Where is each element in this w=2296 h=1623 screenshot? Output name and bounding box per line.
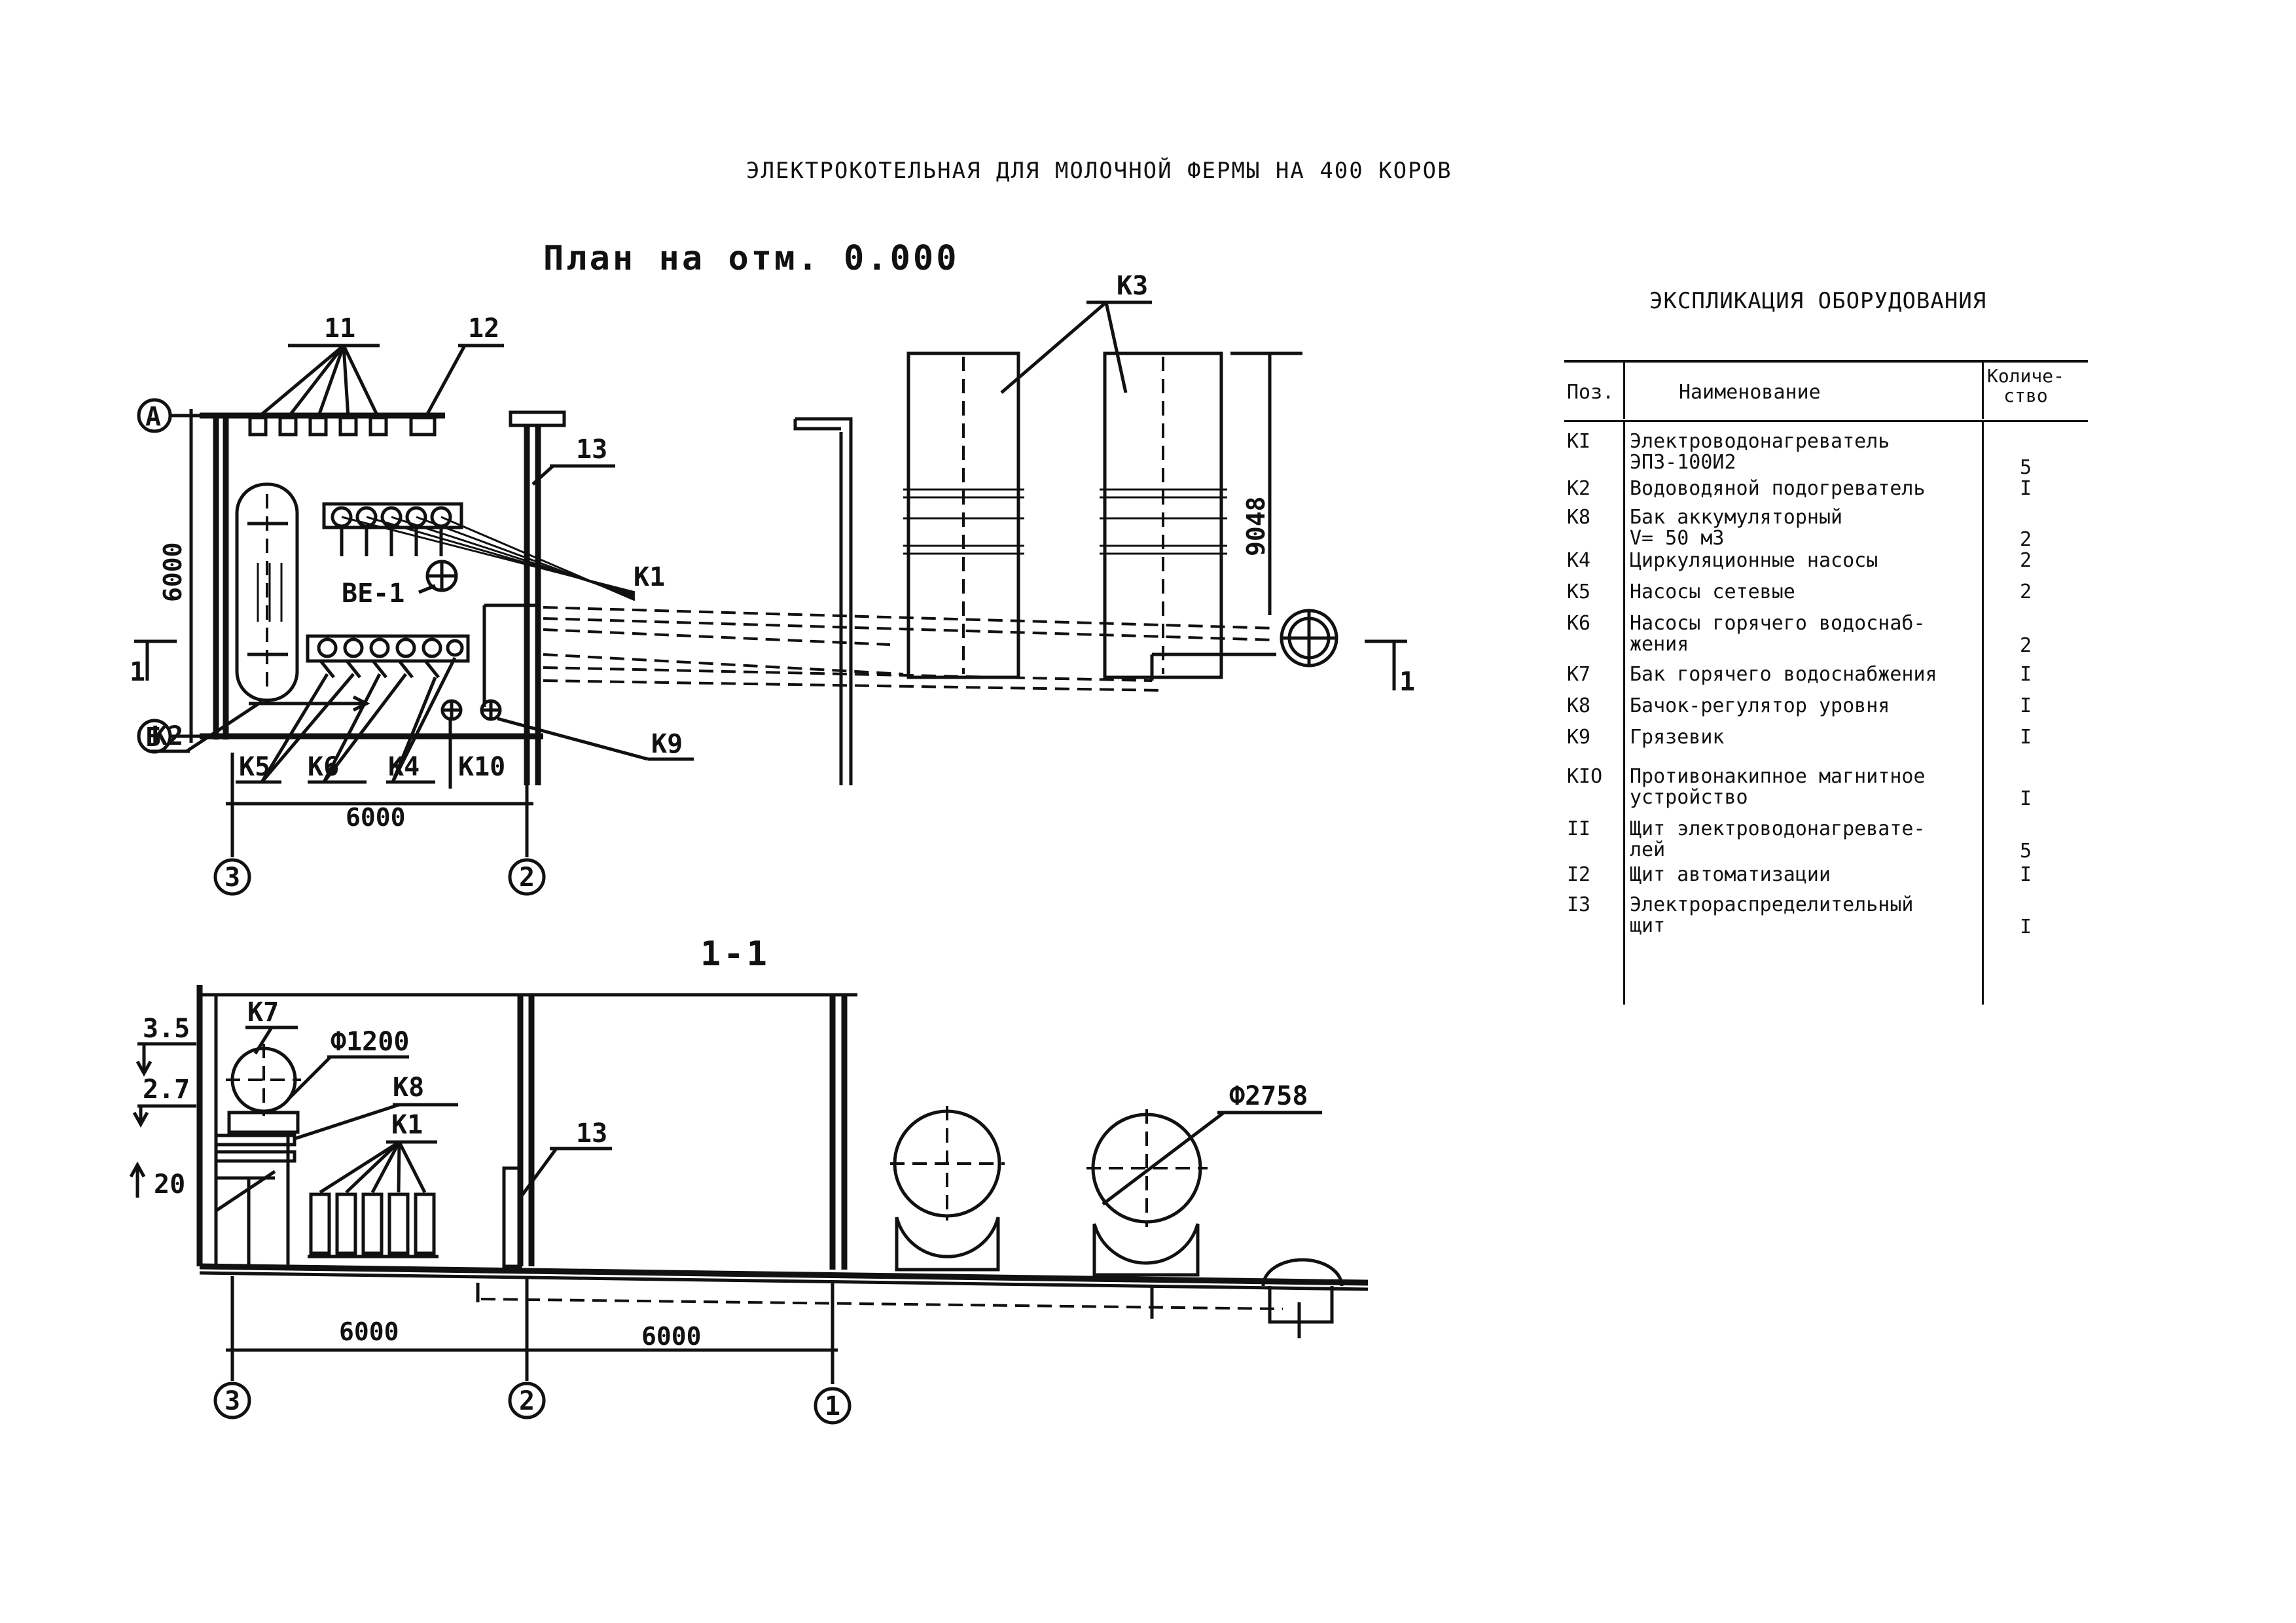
plan-label-12: 12 <box>468 313 499 344</box>
plan-axis-b: Б <box>145 722 161 753</box>
legend-row: I3 Электрораспределительный щит I <box>1564 895 2088 940</box>
legend-row-qty: I <box>2019 726 2032 749</box>
legend-row: KIO Противонакипное магнитное устройство… <box>1564 766 2088 812</box>
legend-row-name: Бак горячего водоснабжения <box>1630 663 1937 686</box>
legend-row-pos: KIO <box>1567 765 1603 788</box>
plan-title: План на отм. 0.000 <box>543 239 960 278</box>
legend-col-pos: Поз. <box>1567 381 1615 404</box>
section-label-13: 13 <box>576 1118 607 1149</box>
plan-section-mark-right: 1 <box>1399 667 1415 697</box>
legend-row-pos: K6 <box>1567 612 1591 635</box>
legend-row: K6 Насосы горячего водоснаб- жения 2 <box>1564 613 2088 659</box>
legend-row: I2 Щит автоматизации I <box>1564 865 2088 891</box>
legend-table: Поз. Наименование Количе- ство KI Электр… <box>1564 360 2088 1005</box>
legend-row-pos: II <box>1567 817 1591 840</box>
legend-row-pos: I3 <box>1567 893 1591 916</box>
legend-row-pos: K2 <box>1567 477 1591 500</box>
legend-row-pos: K4 <box>1567 549 1591 572</box>
plan-label-k9: K9 <box>651 729 683 759</box>
section-label-d2758: Ф2758 <box>1229 1081 1308 1111</box>
plan-label-be1: BE-1 <box>342 579 404 609</box>
plan-label-k6: K6 <box>308 752 339 782</box>
legend-title: ЭКСПЛИКАЦИЯ ОБОРУДОВАНИЯ <box>1649 288 1987 314</box>
legend-body: KI Электроводонагреватель ЭПЗ-100И2 5 K2… <box>1564 422 2088 1005</box>
plan-dim-width: 6000 <box>346 803 406 832</box>
section-axis-1: 1 <box>825 1391 840 1421</box>
legend-row-name: Бак аккумуляторный V= 50 м3 <box>1630 506 1843 550</box>
legend-row-name: Щит автоматизации <box>1630 863 1831 886</box>
legend-row-pos: KI <box>1567 430 1591 453</box>
plan-label-k4: K4 <box>388 752 420 782</box>
section-level-20: 20 <box>154 1169 185 1200</box>
plan-label-k3: K3 <box>1117 271 1148 301</box>
legend-row-pos: K7 <box>1567 663 1591 686</box>
legend-row-name: Циркуляционные насосы <box>1630 549 1878 572</box>
legend-row-pos: K8 <box>1567 506 1591 529</box>
legend-row-qty: I <box>2019 863 2032 886</box>
legend-row: K4 Циркуляционные насосы 2 <box>1564 550 2088 577</box>
legend-row-name: Насосы горячего водоснаб- жения <box>1630 612 1926 656</box>
legend-row: K2 Водоводяной подогреватель I <box>1564 478 2088 505</box>
plan-axis-3: 3 <box>224 863 240 893</box>
legend-row: K5 Насосы сетевые 2 <box>1564 582 2088 608</box>
legend-row-qty: I <box>2019 694 2032 717</box>
plan-section-mark-left: 1 <box>130 657 145 687</box>
legend-row: K9 Грязевик I <box>1564 727 2088 753</box>
plan-label-11: 11 <box>324 313 355 344</box>
legend-row-pos: I2 <box>1567 863 1591 886</box>
section-label-d1200: Ф1200 <box>331 1027 409 1057</box>
legend-row-pos: K9 <box>1567 726 1591 749</box>
legend-row-name: Бачок-регулятор уровня <box>1630 694 1890 717</box>
section-axis-3: 3 <box>224 1386 240 1416</box>
legend-row-name: Грязевик <box>1630 726 1725 749</box>
legend-row: K8 Бак аккумуляторный V= 50 м3 2 <box>1564 507 2088 553</box>
plan-axis-2: 2 <box>519 863 535 893</box>
section-dim-6000-left: 6000 <box>339 1317 399 1346</box>
legend-row-name: Электрораспределительный щит <box>1630 893 1914 937</box>
section-view: 1-1 K7 Ф1200 K8 3.5 <box>129 935 1369 1425</box>
plan-label-k5: K5 <box>239 752 270 782</box>
legend-row: II Щит электроводонагревате- лей 5 <box>1564 819 2088 865</box>
legend-row-name: Электроводонагреватель ЭПЗ-100И2 <box>1630 430 1890 474</box>
legend-row-qty: I <box>2019 477 2032 500</box>
legend-row-pos: K5 <box>1567 580 1591 603</box>
section-label-k7: K7 <box>247 997 279 1027</box>
legend-row-qty: 5 <box>2019 456 2032 479</box>
legend-row-qty: 5 <box>2019 840 2032 863</box>
plan-dim-9048: 9048 <box>1242 496 1270 556</box>
plan-dim-height: 6000 <box>158 542 187 602</box>
legend-row-qty: I <box>2019 916 2032 938</box>
legend-row-qty: 2 <box>2019 634 2032 657</box>
plan-axis-a: А <box>145 402 161 432</box>
legend-col-qty: Количе- ство <box>1986 365 2064 406</box>
legend-row-qty: I <box>2019 787 2032 810</box>
plan-label-k1: K1 <box>634 562 665 592</box>
legend-row-qty: 2 <box>2019 528 2032 551</box>
legend-header: Поз. Наименование Количе- ство <box>1564 360 2088 422</box>
legend-row-name: Водоводяной подогреватель <box>1630 477 1926 500</box>
legend-row: KI Электроводонагреватель ЭПЗ-100И2 5 <box>1564 430 2088 479</box>
legend-row-name: Насосы сетевые <box>1630 580 1795 603</box>
legend-row-qty: I <box>2019 663 2032 686</box>
section-axis-2: 2 <box>519 1386 535 1416</box>
legend-row-name: Противонакипное магнитное устройство <box>1630 765 1926 809</box>
legend-row-pos: K8 <box>1567 694 1591 717</box>
section-title: 1-1 <box>700 935 770 974</box>
section-dim-6000-right: 6000 <box>641 1322 702 1351</box>
sheet-title: ЭЛЕКТРОКОТЕЛЬНАЯ ДЛЯ МОЛОЧНОЙ ФЕРМЫ НА 4… <box>746 157 1452 184</box>
section-level-2-7: 2.7 <box>143 1075 190 1105</box>
section-level-3-5: 3.5 <box>143 1014 190 1044</box>
legend-row-name: Щит электроводонагревате- лей <box>1630 817 1926 861</box>
plan-view: План на отм. 0.000 11 12 <box>130 239 1415 896</box>
legend-row: K8 Бачок-регулятор уровня I <box>1564 696 2088 722</box>
legend-col-name: Наименование <box>1679 381 1821 404</box>
plan-label-k10: K10 <box>458 752 505 782</box>
section-label-k8: K8 <box>393 1073 424 1103</box>
plan-label-13: 13 <box>576 435 607 465</box>
legend-row-qty: 2 <box>2019 580 2032 603</box>
legend-row: K7 Бак горячего водоснабжения I <box>1564 664 2088 690</box>
legend-row-qty: 2 <box>2019 549 2032 572</box>
section-label-k1: K1 <box>391 1110 423 1140</box>
